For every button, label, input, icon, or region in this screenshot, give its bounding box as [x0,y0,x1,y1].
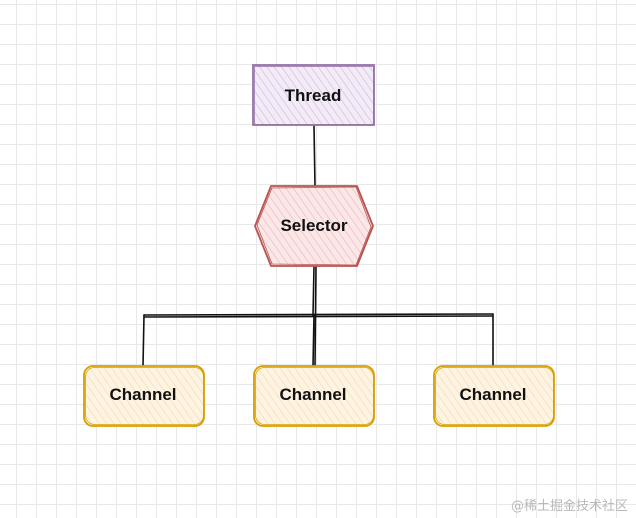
channel-node-3: Channel [433,365,555,427]
bus-line-sketch [144,315,493,318]
channel-node-2: Channel [253,365,375,427]
thread-to-selector-line [313,125,316,187]
bus-line [143,313,494,316]
channel-label-1: Channel [109,385,176,404]
connector-lines [142,125,494,367]
channel-label-3: Channel [459,385,526,404]
channel-label-2: Channel [279,385,346,404]
bus-to-channel-2-line [312,314,315,367]
thread-label: Thread [285,86,342,105]
watermark-text: @稀土掘金技术社区 [510,499,628,514]
selector-label: Selector [280,216,347,235]
thread-node: Thread [252,64,375,126]
channel-node-1: Channel [83,365,205,427]
selector-node: Selector [254,185,374,267]
bus-to-channel-1-line [142,314,145,367]
selector-to-bus-line-sketch [314,265,317,366]
selector-to-bus-line [312,265,315,317]
